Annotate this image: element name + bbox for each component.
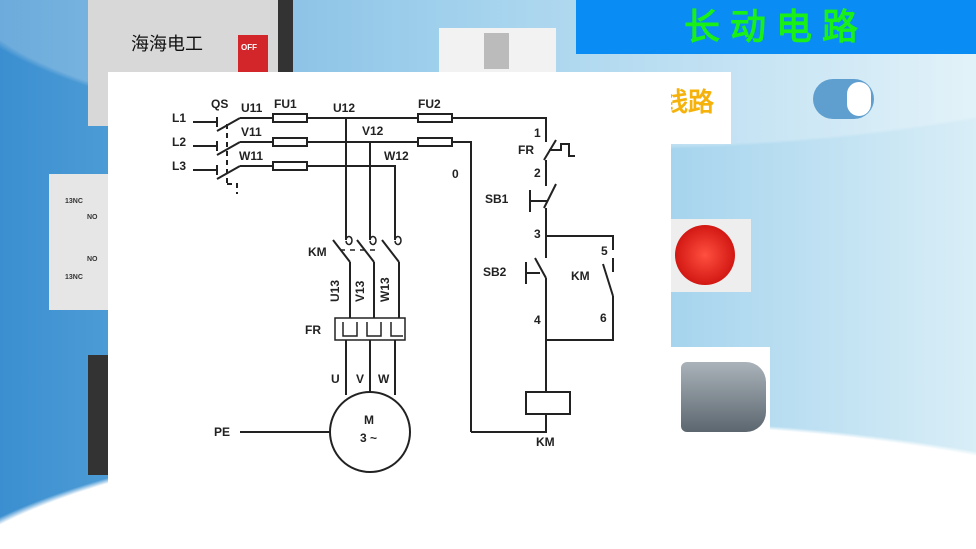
watermark: 海海电工	[131, 34, 203, 55]
circuit-diagram: L1 L2 L3 QS U11 V11 W11 FU1 U12 V12 W12 …	[108, 72, 671, 502]
indicator-lamp-photo	[671, 219, 751, 292]
off-label: OFF	[241, 43, 257, 52]
label-FR-main: FR	[305, 323, 321, 337]
motor-label: M	[364, 413, 374, 427]
slide-title: 长动电路	[576, 0, 976, 54]
label: NO	[87, 256, 98, 263]
fuse-photo	[439, 28, 556, 74]
contactor-photo	[88, 355, 108, 475]
label-L3: L3	[172, 159, 186, 173]
label-3: 3	[534, 227, 541, 241]
label-FR-ctrl: FR	[518, 143, 534, 157]
label-SB2: SB2	[483, 265, 507, 279]
label-V11: V11	[241, 125, 262, 139]
toggle-switch[interactable]	[813, 79, 874, 119]
label: 13NC	[65, 198, 83, 205]
label-U: U	[331, 372, 340, 386]
label-QS: QS	[211, 97, 228, 111]
motor-photo	[671, 347, 770, 472]
label-SB1: SB1	[485, 192, 509, 206]
label-1: 1	[534, 126, 541, 140]
label-KM-aux: KM	[571, 269, 590, 283]
label-U13: U13	[328, 280, 342, 302]
motor-phase-label: 3 ~	[360, 431, 377, 445]
label-KM-coil: KM	[536, 435, 555, 449]
label-KM-main: KM	[308, 245, 327, 259]
label-U12: U12	[333, 101, 355, 115]
label-2: 2	[534, 166, 541, 180]
label-FU2: FU2	[418, 97, 441, 111]
label-4: 4	[534, 313, 541, 327]
label: 13NC	[65, 274, 83, 281]
label-0: 0	[452, 167, 459, 181]
label-U11: U11	[241, 101, 263, 115]
label-5: 5	[601, 244, 608, 258]
contact-block-photo: 13NC NO NO 13NC	[49, 174, 108, 310]
label: NO	[87, 214, 98, 221]
label-W13: W13	[378, 277, 392, 302]
label-L2: L2	[172, 135, 186, 149]
label-6: 6	[600, 311, 607, 325]
label-V12: V12	[362, 124, 384, 138]
label-W11: W11	[239, 149, 263, 163]
label-W12: W12	[384, 149, 409, 163]
label-PE: PE	[214, 425, 230, 439]
label-FU1: FU1	[274, 97, 297, 111]
label-W: W	[378, 372, 390, 386]
label-V13: V13	[353, 280, 367, 302]
label-V: V	[356, 372, 364, 386]
label-L1: L1	[172, 111, 186, 125]
